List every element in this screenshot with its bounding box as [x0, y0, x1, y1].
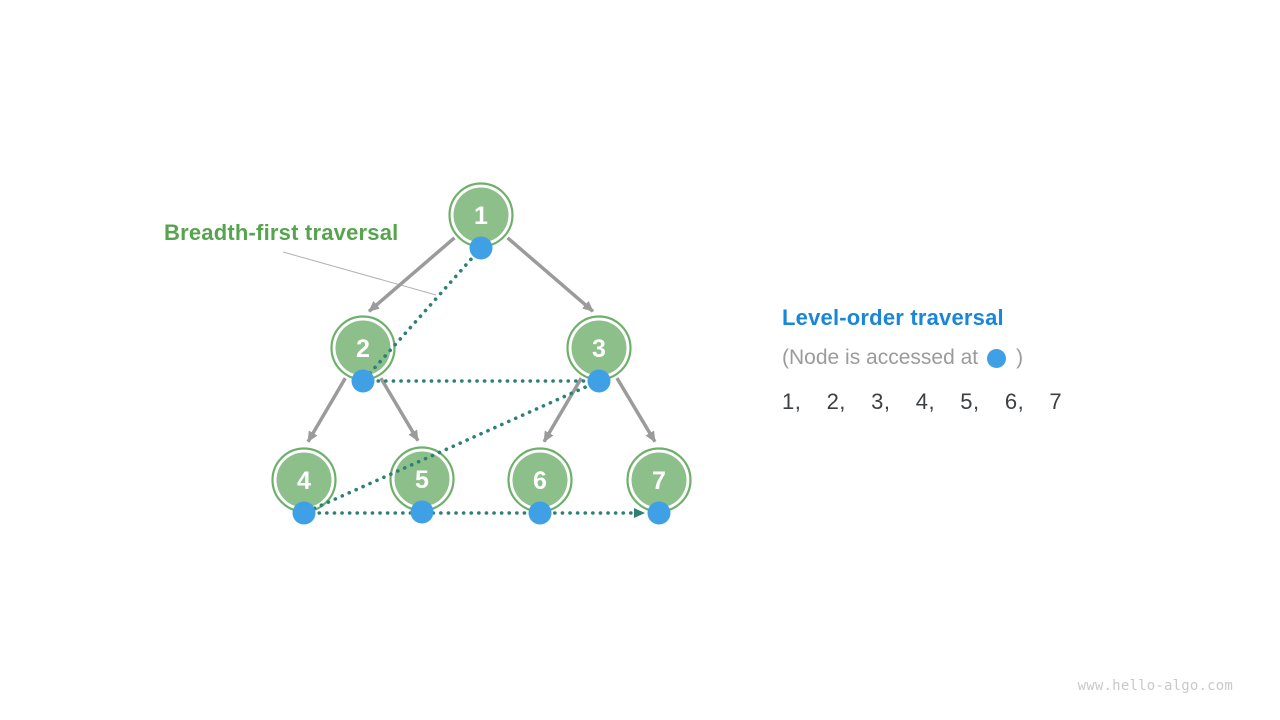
accessed-node-dot-icon: [987, 348, 1007, 368]
tree-node-value: 5: [415, 466, 429, 494]
tree-node-value: 4: [297, 467, 311, 495]
node-access-dot: [351, 369, 375, 393]
breadth-first-traversal-label: Breadth-first traversal: [164, 220, 399, 245]
tree-node: [394, 451, 450, 507]
tree-node-value: 2: [356, 335, 370, 363]
tree-edge: [506, 236, 595, 313]
tree-node-value: 1: [474, 202, 488, 230]
tree-edge: [306, 377, 347, 443]
tree-edge: [615, 377, 657, 443]
tree-node: [335, 320, 391, 376]
node-access-dot: [410, 500, 434, 524]
traversal-sequence: 1, 2, 3, 4, 5, 6, 7: [782, 389, 1063, 414]
tree-node-value: 7: [652, 467, 666, 495]
tree-edge: [367, 236, 456, 313]
note-suffix-text: ): [1016, 346, 1024, 369]
tree-node: [571, 320, 627, 376]
tree-node-value: 6: [533, 467, 547, 495]
node-access-dot: [292, 501, 316, 525]
tree-node: [512, 452, 568, 508]
label-leader-line: [282, 251, 437, 296]
tree-node: [276, 452, 332, 508]
tree-node-value: 3: [592, 335, 606, 363]
node-accessed-note: (Node is accessed at ): [782, 344, 1062, 372]
node-access-dot: [587, 369, 611, 393]
traversal-info-panel: Level-order traversal (Node is accessed …: [782, 305, 1062, 415]
tree-edge: [542, 377, 583, 443]
traversal-dotted-line: [361, 246, 483, 383]
traversal-dotted-line: [302, 379, 601, 515]
tree-node: [631, 452, 687, 508]
node-access-dot: [647, 501, 671, 525]
tree-edge: [379, 377, 420, 442]
tree-node: [453, 187, 509, 243]
note-prefix-text: (Node is accessed at: [782, 346, 979, 369]
node-access-dot: [469, 236, 493, 260]
site-watermark: www.hello-algo.com: [1077, 678, 1233, 694]
level-order-traversal-title: Level-order traversal: [782, 305, 1004, 330]
node-access-dot: [528, 501, 552, 525]
